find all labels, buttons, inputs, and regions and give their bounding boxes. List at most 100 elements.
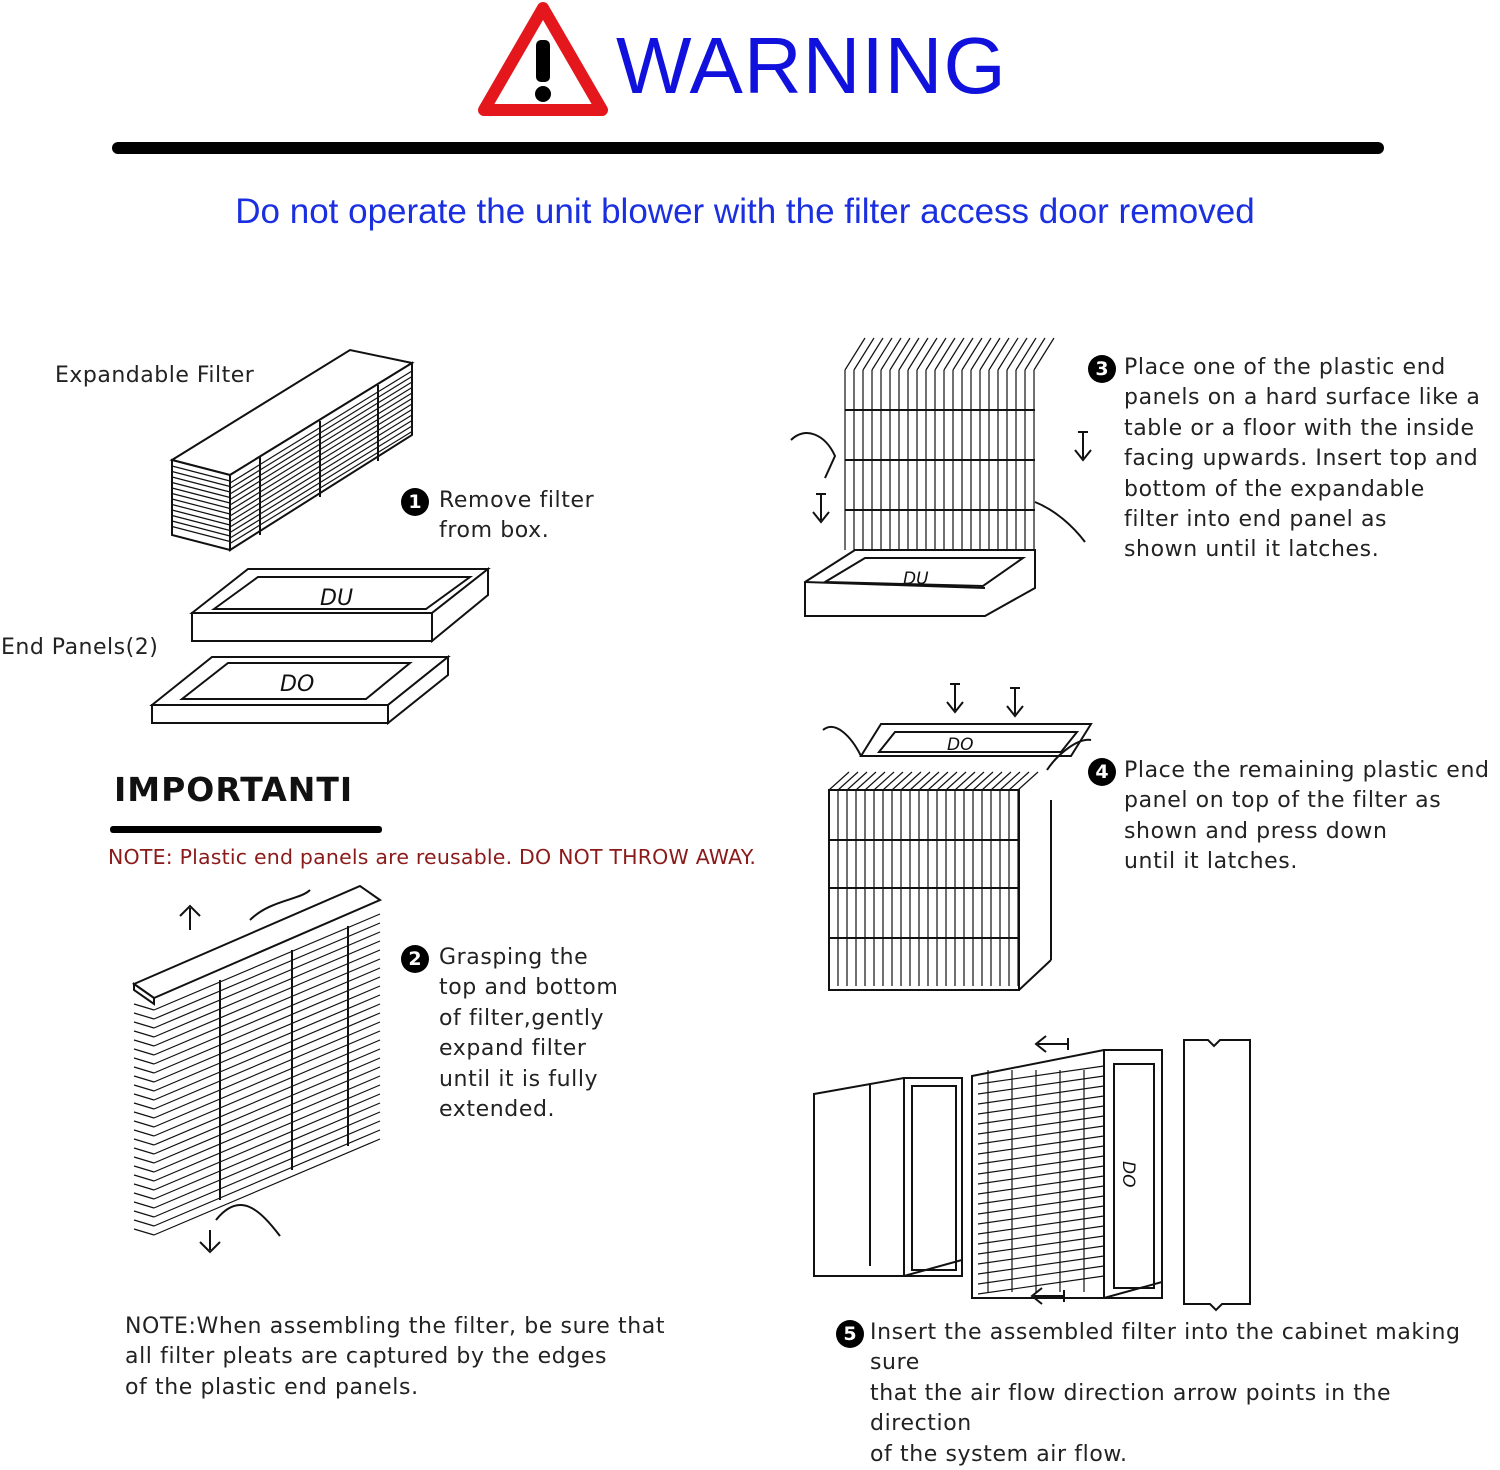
pleat-line — [936, 771, 958, 791]
pleat-line — [171, 470, 231, 488]
pleat-line — [133, 1138, 155, 1146]
pleat-line — [133, 1111, 155, 1119]
pleat-line — [171, 509, 231, 526]
pleat-line — [153, 985, 381, 1083]
step-3-badge: 3 — [1088, 355, 1116, 383]
pleat-line — [1024, 337, 1046, 371]
panel-mark-do: DO — [280, 672, 314, 697]
pleat-line — [963, 771, 985, 791]
pleat-line — [925, 337, 947, 371]
pleat-line — [1008, 771, 1030, 791]
pleat-line — [171, 520, 231, 537]
pleat-line — [882, 771, 904, 791]
pleat-line — [977, 1205, 1105, 1225]
pleat-line — [153, 967, 381, 1065]
reusable-note: NOTE: Plastic end panels are reusable. D… — [108, 845, 757, 869]
pleat-line — [990, 771, 1012, 791]
filter-in-end-panel-illustration: DU — [790, 337, 1092, 617]
pleat-line — [977, 1195, 1105, 1215]
pleat-line — [171, 503, 231, 521]
pleat-line — [153, 1120, 381, 1218]
pleat-line — [977, 1115, 1105, 1135]
pleat-line — [133, 1174, 155, 1182]
pleat-line — [133, 1192, 155, 1200]
pleat-line — [977, 1225, 1105, 1245]
pleat-line — [153, 1039, 381, 1137]
pleat-line — [171, 465, 231, 482]
pleat-line — [133, 1228, 155, 1236]
important-heading: IMPORTANTI — [114, 770, 354, 809]
pleat-line — [900, 771, 922, 791]
header-divider — [112, 142, 1384, 154]
step-5-badge: 5 — [836, 1320, 864, 1348]
pleat-line — [972, 771, 994, 791]
pleat-line — [977, 1245, 1105, 1265]
pleat-line — [977, 1185, 1105, 1205]
pleat-line — [133, 1120, 155, 1128]
pleat-line — [979, 337, 1001, 371]
pleat-line — [133, 1165, 155, 1173]
pleat-line — [133, 1012, 155, 1020]
pleat-line — [853, 337, 875, 371]
pleat-line — [153, 931, 381, 1029]
pleat-line — [977, 1105, 1105, 1125]
pleat-line — [862, 337, 884, 371]
pleat-line — [943, 337, 965, 371]
pleat-line — [133, 1030, 155, 1038]
pleat-line — [988, 337, 1010, 371]
assembly-note: NOTE:When assembling the filter, be sure… — [125, 1314, 666, 1400]
panel-mark-du: DU — [320, 586, 353, 611]
pleat-line — [977, 1125, 1105, 1145]
pleat-line — [977, 1095, 1105, 1115]
pleat-line — [153, 1066, 381, 1164]
cabinet-insert-illustration: DO — [813, 1035, 1251, 1312]
pleat-line — [945, 771, 967, 791]
pleat-line — [977, 1255, 1105, 1275]
pleat-line — [171, 481, 231, 499]
pleat-line — [153, 1048, 381, 1146]
pleat-line — [153, 913, 381, 1011]
pleat-line — [977, 1065, 1105, 1085]
step-4-text: Place the remaining plastic end panel on… — [1124, 758, 1490, 875]
pleat-line — [133, 1093, 155, 1101]
pleat-line — [934, 337, 956, 371]
pleat-line — [153, 1102, 381, 1200]
pleat-line — [153, 922, 381, 1020]
pleat-line — [133, 1210, 155, 1218]
pleat-line — [954, 771, 976, 791]
pleat-line — [153, 940, 381, 1038]
pleat-line — [133, 1021, 155, 1029]
pleat-line — [133, 1048, 155, 1056]
pleat-line — [909, 771, 931, 791]
warning-triangle-icon — [478, 2, 608, 116]
pleat-line — [970, 337, 992, 371]
pleat-line — [889, 337, 911, 371]
pleat-line — [1006, 337, 1028, 371]
pleat-line — [855, 771, 877, 791]
important-divider — [110, 826, 382, 833]
pleat-line — [133, 1129, 155, 1137]
collapsed-filter-illustration — [169, 348, 415, 552]
pleat-line — [133, 1201, 155, 1209]
pleat-line — [952, 337, 974, 371]
pleat-line — [133, 1039, 155, 1047]
pleat-line — [133, 1057, 155, 1065]
pleat-line — [171, 498, 231, 515]
pleat-line — [133, 1075, 155, 1083]
step-3-text: Place one of the plastic end panels on a… — [1124, 355, 1481, 563]
pleat-line — [171, 487, 231, 504]
pleat-line — [977, 1165, 1105, 1185]
pleat-line — [981, 771, 1003, 791]
pleat-line — [153, 1111, 381, 1209]
step-5-text: Insert the assembled filter into the cab… — [870, 1320, 1461, 1467]
end-panels-illustration: DU DO — [149, 566, 491, 726]
pleat-line — [916, 337, 938, 371]
pleat-line — [871, 337, 893, 371]
warning-subtitle: Do not operate the unit blower with the … — [235, 192, 1255, 231]
pleat-line — [977, 1175, 1105, 1195]
pleat-line — [153, 1084, 381, 1182]
expandable-filter-label: Expandable Filter — [55, 363, 255, 388]
pleat-line — [171, 525, 231, 543]
pleat-line — [837, 771, 859, 791]
pleat-line — [153, 1003, 381, 1101]
